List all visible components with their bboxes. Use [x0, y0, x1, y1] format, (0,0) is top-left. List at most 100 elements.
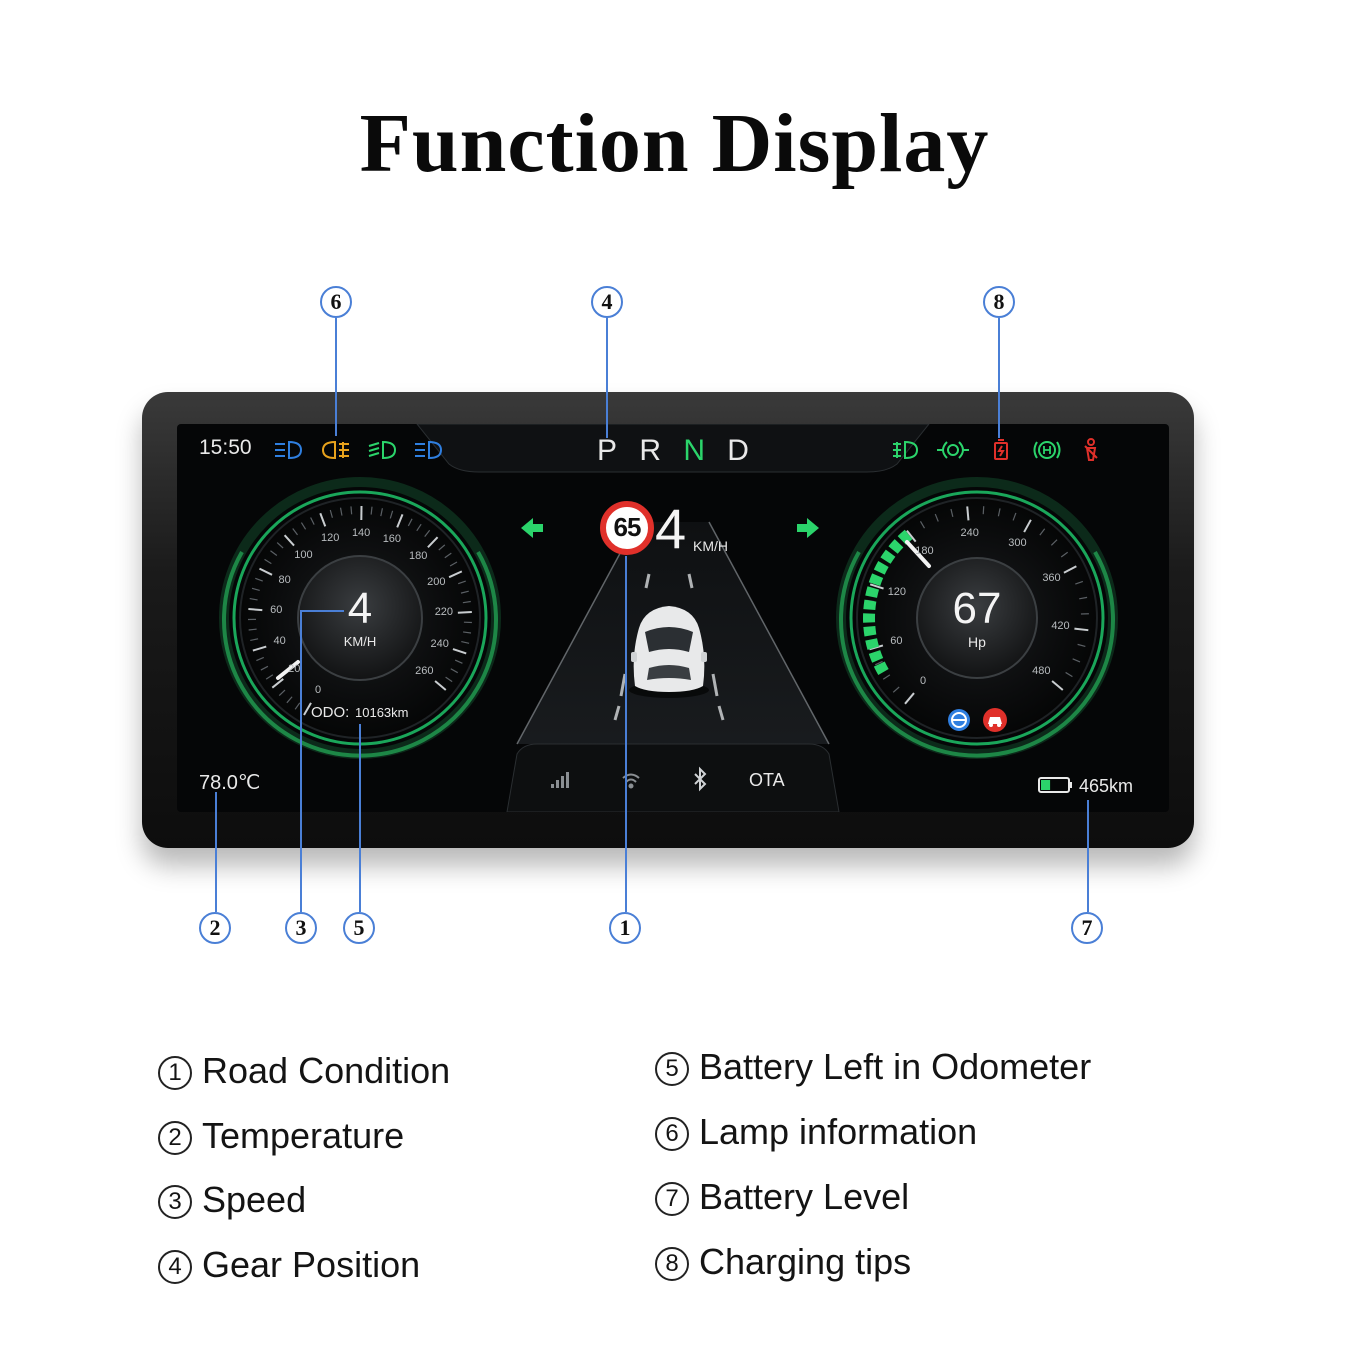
gear-r[interactable]: R [639, 434, 661, 467]
speedometer-tick-label: 240 [430, 637, 449, 650]
speedometer-tick-label: 20 [288, 663, 301, 676]
speedometer-value: 4 [347, 584, 373, 633]
callout-6: 6 [320, 286, 352, 318]
screen-graphics [219, 424, 1118, 812]
power-needle [905, 540, 931, 568]
power-tick-label: 180 [915, 545, 934, 558]
speedometer-tick [300, 522, 307, 530]
power-tick [1072, 658, 1081, 663]
ota-button[interactable]: OTA [749, 770, 785, 790]
speed-limit-sign-icon [600, 501, 654, 555]
callout-line-1 [625, 556, 627, 912]
battery-level-icon [1038, 777, 1072, 793]
legend-item-1: 1 Road Condition [158, 1050, 450, 1092]
speedometer-tick [260, 665, 269, 671]
power-tick [874, 660, 883, 666]
speedometer-tick [370, 506, 373, 515]
callout-line-3-arm [300, 610, 344, 612]
power-tick [1051, 680, 1064, 691]
speedometer-tick [319, 512, 327, 527]
page-title: Function Display [359, 97, 990, 190]
speedometer-tick [259, 567, 273, 576]
power-tick [1074, 627, 1089, 632]
gear-d[interactable]: D [727, 434, 749, 467]
power-tick [882, 674, 891, 680]
speedometer-tick-label: 180 [409, 550, 428, 563]
gear-p[interactable]: P [597, 434, 618, 467]
speedometer-tick-label: 80 [278, 573, 291, 586]
speedometer-tick [286, 696, 293, 704]
power-tick [919, 521, 926, 529]
seatbelt-warning-icon [1084, 438, 1098, 461]
speedometer-tick [350, 506, 353, 515]
speedometer-tick-label: 260 [415, 664, 434, 677]
speedometer-tick [445, 676, 453, 683]
speedometer-tick-label: 160 [382, 533, 402, 546]
speed-limit-value: 65 [613, 512, 642, 542]
left-turn-arrow-icon [521, 518, 543, 538]
legend-label: Road Condition [202, 1050, 451, 1091]
range-readout: 465km [1079, 776, 1134, 796]
callout-line-2 [215, 792, 217, 912]
fog-lamp-icon [321, 440, 349, 460]
center-speed-value: 4 [655, 497, 687, 560]
power-tick [1060, 551, 1069, 558]
legend-number: 5 [655, 1052, 689, 1086]
odometer-label: ODO: [311, 704, 350, 721]
collision-warning-icon [983, 708, 1007, 732]
speedometer-tick [256, 656, 265, 662]
power-tick-label: 420 [1051, 620, 1070, 633]
power-tick-label: 0 [919, 675, 927, 688]
speedometer-tick [270, 550, 278, 557]
legend-item-3: 3 Speed [158, 1179, 306, 1221]
speedometer-tick [248, 607, 263, 612]
power-tick-label: 240 [960, 527, 979, 540]
speedometer-tick [265, 674, 274, 680]
power-tick [1023, 519, 1032, 533]
speedometer-tick [248, 628, 257, 631]
legend-number: 2 [158, 1121, 192, 1155]
speedometer-tick-label: 140 [351, 527, 371, 539]
power-tick [892, 686, 900, 693]
speedometer-tick [380, 508, 383, 517]
car-icon [629, 606, 709, 698]
power-tick [904, 692, 915, 705]
gear-selector[interactable]: P R N D [597, 434, 749, 474]
speedometer-tick [450, 668, 459, 674]
callout-5: 5 [343, 912, 375, 944]
speedometer-unit: KM/H [343, 634, 377, 649]
speedometer-tick [452, 648, 467, 655]
steering-assist-icon [948, 709, 970, 731]
speedometer-tick [250, 638, 259, 641]
speedometer-tick [310, 517, 315, 525]
odometer-value: 10163km [355, 705, 409, 720]
power-tick [1065, 671, 1073, 678]
speedometer-tick-label: 120 [321, 532, 340, 545]
legend-label: Lamp information [699, 1111, 978, 1152]
power-tick-label: 120 [887, 585, 907, 598]
callout-4: 4 [591, 286, 623, 318]
power-tick [1063, 565, 1077, 574]
speedometer-tick-label: 0 [314, 683, 322, 696]
power-gauge [836, 477, 1118, 759]
power-unit: Hp [968, 634, 986, 650]
speedometer-tick [457, 580, 466, 585]
speedometer-tick-label: 220 [434, 606, 454, 619]
speedometer-tick [460, 590, 469, 594]
legend-number: 1 [158, 1056, 192, 1090]
legend-label: Speed [202, 1179, 307, 1220]
callout-1: 1 [609, 912, 641, 944]
speedometer-tick [461, 640, 470, 644]
clock: 15:50 [199, 436, 252, 459]
speedometer-tick [457, 610, 472, 614]
callout-line-7 [1087, 800, 1089, 912]
speedometer-tick [424, 529, 431, 537]
legend-number: 3 [158, 1185, 192, 1219]
gear-n[interactable]: N [683, 434, 705, 467]
speedometer-tick [427, 536, 439, 549]
signal-strength-icon [551, 772, 569, 788]
legend-label: Charging tips [699, 1241, 912, 1282]
